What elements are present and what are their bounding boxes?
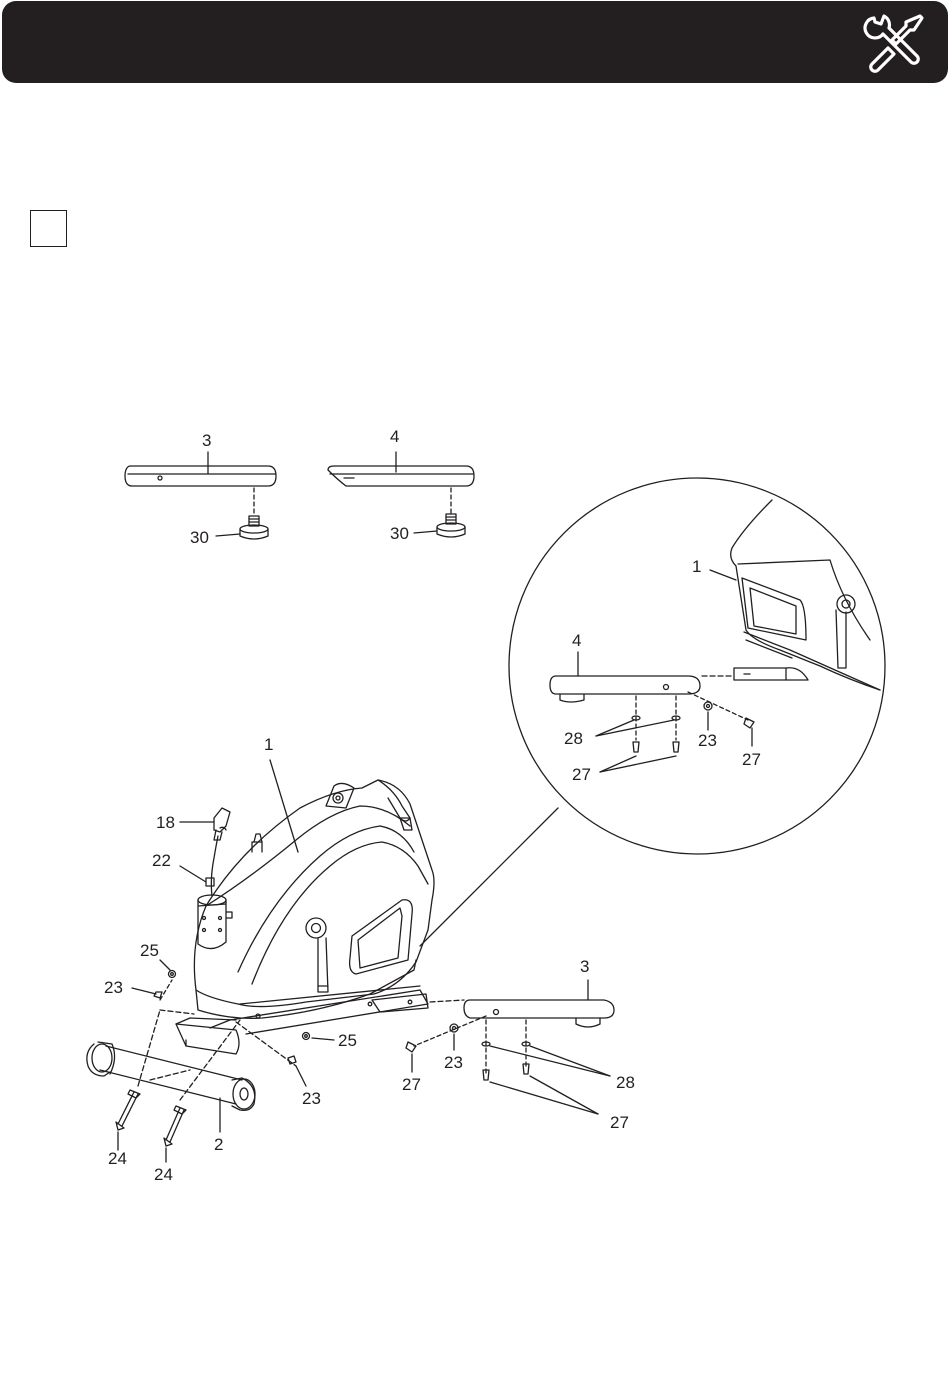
zoom-circle: [420, 478, 885, 946]
callout-27-zoom-left: 27: [572, 765, 591, 784]
callout-25-left: 25: [140, 941, 159, 960]
callout-4-top: 4: [390, 427, 399, 446]
callout-30-left: 30: [190, 528, 209, 547]
callout-23-bottom: 23: [302, 1089, 321, 1108]
callout-3-right: 3: [580, 957, 589, 976]
callout-22: 22: [152, 851, 171, 870]
callout-28-right: 28: [616, 1073, 635, 1092]
callout-27-screw: 27: [402, 1075, 421, 1094]
callout-23-zoom: 23: [698, 731, 717, 750]
callout-28-zoom: 28: [564, 729, 583, 748]
front-stabilizer-2: [87, 960, 334, 1162]
callout-27-zoom-right: 27: [742, 750, 761, 769]
callout-25-right: 25: [338, 1031, 357, 1050]
callout-18: 18: [156, 813, 175, 832]
callout-23-left: 23: [104, 978, 123, 997]
callout-30-right: 30: [390, 524, 409, 543]
callout-24-right: 24: [154, 1165, 173, 1184]
callout-4-zoom: 4: [572, 631, 581, 650]
callout-1-main: 1: [264, 735, 273, 754]
callout-1-zoom: 1: [692, 557, 701, 576]
callout-27-right: 27: [610, 1113, 629, 1132]
main-frame-1: [194, 780, 434, 1034]
callout-23-right: 23: [444, 1053, 463, 1072]
zoom-frame-1: [731, 500, 880, 690]
stabilizer-3-detail: [125, 452, 276, 539]
callout-3-top: 3: [202, 431, 211, 450]
callout-24-left: 24: [108, 1149, 127, 1168]
mast-and-sensor: [180, 808, 232, 949]
callout-2: 2: [214, 1135, 223, 1154]
